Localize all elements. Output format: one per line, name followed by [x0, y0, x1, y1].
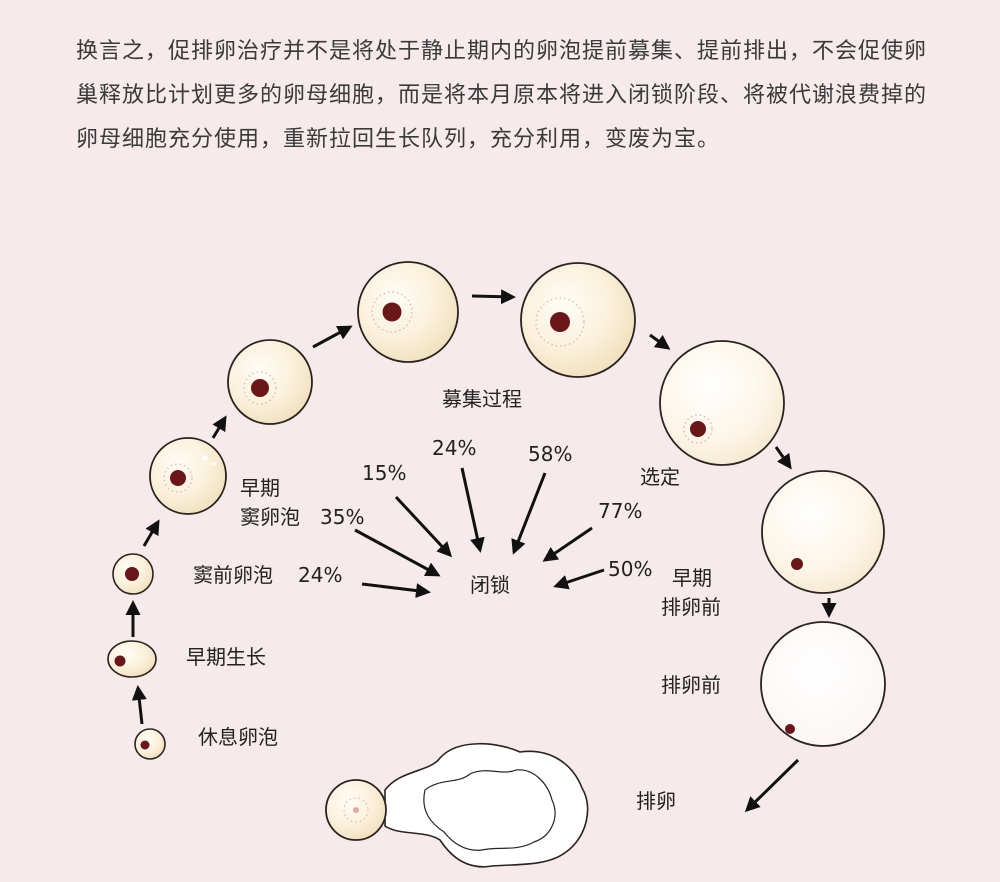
rate-recruit-1: 15%: [362, 461, 406, 485]
follicle-recruited: [520, 262, 636, 378]
follicle-preovulatory: [760, 621, 886, 747]
follicle-preantral: [112, 553, 154, 595]
follicle-early-preovulatory: [761, 470, 885, 594]
rate-recruit-2: 24%: [432, 436, 476, 460]
label-preantral: 窦前卵泡: [193, 563, 273, 587]
atresia-arrows: [354, 467, 605, 599]
follicle-selected: [659, 340, 785, 466]
label-resting: 休息卵泡: [198, 725, 278, 749]
rate-preantral: 24%: [298, 563, 342, 587]
follicle-antral-2: [357, 261, 459, 363]
follicle-early-growth: [107, 640, 157, 678]
rate-early-preovulatory: 50%: [608, 557, 652, 581]
follicle-early-antral: [149, 437, 227, 515]
follicle-resting: [134, 728, 166, 760]
label-ovulation: 排卵: [636, 789, 676, 813]
label-early-antral-line1: 早期: [240, 476, 280, 500]
rate-recruit-3: 58%: [528, 442, 572, 466]
label-early-antral-line2: 窦卵泡: [240, 505, 300, 529]
intro-paragraph: 换言之，促排卵治疗并不是将处于静止期内的卵泡提前募集、提前排出，不会促使卵巢释放…: [76, 39, 928, 152]
label-early-preovulatory-line1: 早期: [672, 566, 712, 590]
ovulation-release: [325, 742, 589, 868]
progression-arrows: [125, 289, 837, 813]
label-preovulatory: 排卵前: [661, 673, 721, 697]
label-selection: 选定: [640, 465, 680, 489]
rate-early-antral: 35%: [320, 505, 364, 529]
label-atresia: 闭锁: [470, 573, 510, 597]
rate-selection: 77%: [598, 499, 642, 523]
follicle-antral-1: [227, 339, 313, 425]
label-recruitment: 募集过程: [442, 387, 522, 411]
label-early-preovulatory-line2: 排卵前: [661, 595, 721, 619]
label-early-growth: 早期生长: [186, 645, 266, 669]
